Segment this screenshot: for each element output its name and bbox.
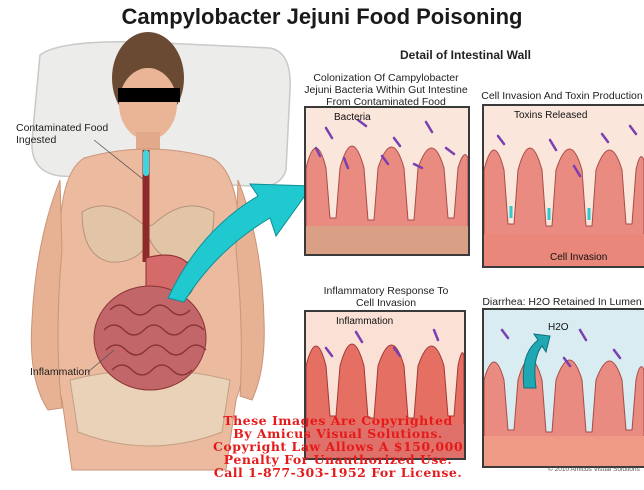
food-label: Contaminated Food Ingested	[16, 122, 108, 146]
small-copyright: © 2010 Amicus Visual Solutions	[548, 466, 640, 473]
head	[119, 68, 177, 140]
panel-1-caption: Colonization Of Campylobacter Jejuni Bac…	[302, 72, 470, 108]
inflammation-panel-label: Inflammation	[336, 316, 393, 327]
cell-invasion-label: Cell Invasion	[550, 252, 607, 263]
h2o-label: H2O	[548, 322, 569, 333]
inflammation-body-label: Inflammation	[30, 366, 90, 378]
panel-invasion: Toxins Released Cell Invasion	[482, 104, 644, 268]
panel-colonization: Bacteria	[304, 106, 470, 256]
censor-bar	[118, 88, 180, 102]
intestines	[94, 286, 206, 390]
copyright-watermark: These Images Are Copyrighted By Amicus V…	[188, 414, 488, 479]
villi-graphic	[484, 310, 644, 466]
food-bolus	[143, 150, 149, 176]
villi-graphic	[306, 108, 468, 254]
panel-2-caption: Cell Invasion And Toxin Production	[480, 90, 644, 102]
watermark-line: Call 1-877-303-1952 For License.	[188, 466, 488, 479]
toxins-label: Toxins Released	[514, 110, 587, 121]
panel-4-caption: Diarrhea: H2O Retained In Lumen	[480, 296, 644, 308]
panel-3-caption: Inflammatory Response To Cell Invasion	[306, 285, 466, 309]
villi-graphic	[484, 106, 644, 266]
bacteria-label: Bacteria	[334, 112, 371, 123]
panel-diarrhea: H2O	[482, 308, 644, 468]
